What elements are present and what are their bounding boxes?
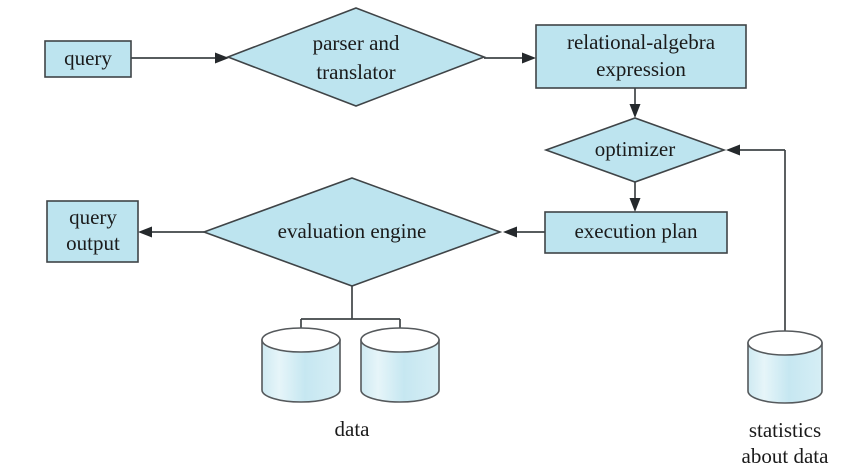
edge-execution-plan-to-evaluation-engine [503,226,545,238]
edge-statistics-to-optimizer [726,144,786,343]
cylinder-data-store-left[interactable] [261,327,341,403]
edge-relational-algebra-to-optimizer [629,88,641,118]
node-evaluation-engine[interactable]: evaluation engine [201,177,503,287]
optimizer-label: optimizer [595,137,675,161]
edge-query-to-parser [131,52,229,64]
execution-plan-label: execution plan [574,219,698,243]
node-parser-and-translator[interactable]: parser and translator [225,7,487,107]
node-relational-algebra-expression[interactable]: relational-algebra expression [535,24,747,89]
relational-algebra-label-line1: relational-algebra [567,30,716,54]
statistics-caption-label-line1: statistics [749,418,821,442]
edge-optimizer-to-execution-plan [629,182,641,212]
parser-label-line2: translator [316,60,395,84]
data-store-right-top [360,327,440,353]
query-output-box[interactable] [46,200,139,263]
data-caption-label: data [335,417,371,441]
node-query-output[interactable]: query output [46,200,139,263]
evaluation-engine-label: evaluation engine [278,219,427,243]
edge-evaluation-engine-to-query-output [138,226,204,238]
edge-parser-to-relational-algebra [484,52,536,64]
parser-label-line1: parser and [313,31,400,55]
relational-algebra-box[interactable] [535,24,747,89]
node-query[interactable]: query [44,40,132,78]
node-execution-plan[interactable]: execution plan [544,211,728,254]
parser-diamond[interactable] [225,7,487,107]
query-output-label-line1: query [69,205,117,229]
execution-plan-box[interactable] [544,211,728,254]
data-store-left-top [261,327,341,353]
node-optimizer[interactable]: optimizer [543,117,727,183]
data-store-right-body[interactable] [360,339,440,403]
cylinder-data-store-right[interactable] [360,327,440,403]
statistics-store-body[interactable] [747,342,823,404]
statistics-store-top [747,330,823,356]
cylinder-statistics-store[interactable] [747,330,823,404]
relational-algebra-label-line2: expression [596,57,686,81]
statistics-caption-label-line2: about data [742,444,830,468]
data-store-left-body[interactable] [261,339,341,403]
evaluation-engine-diamond[interactable] [201,177,503,287]
query-box[interactable] [44,40,132,78]
query-label: query [64,46,112,70]
query-output-label-line2: output [66,231,120,255]
optimizer-diamond[interactable] [543,117,727,183]
